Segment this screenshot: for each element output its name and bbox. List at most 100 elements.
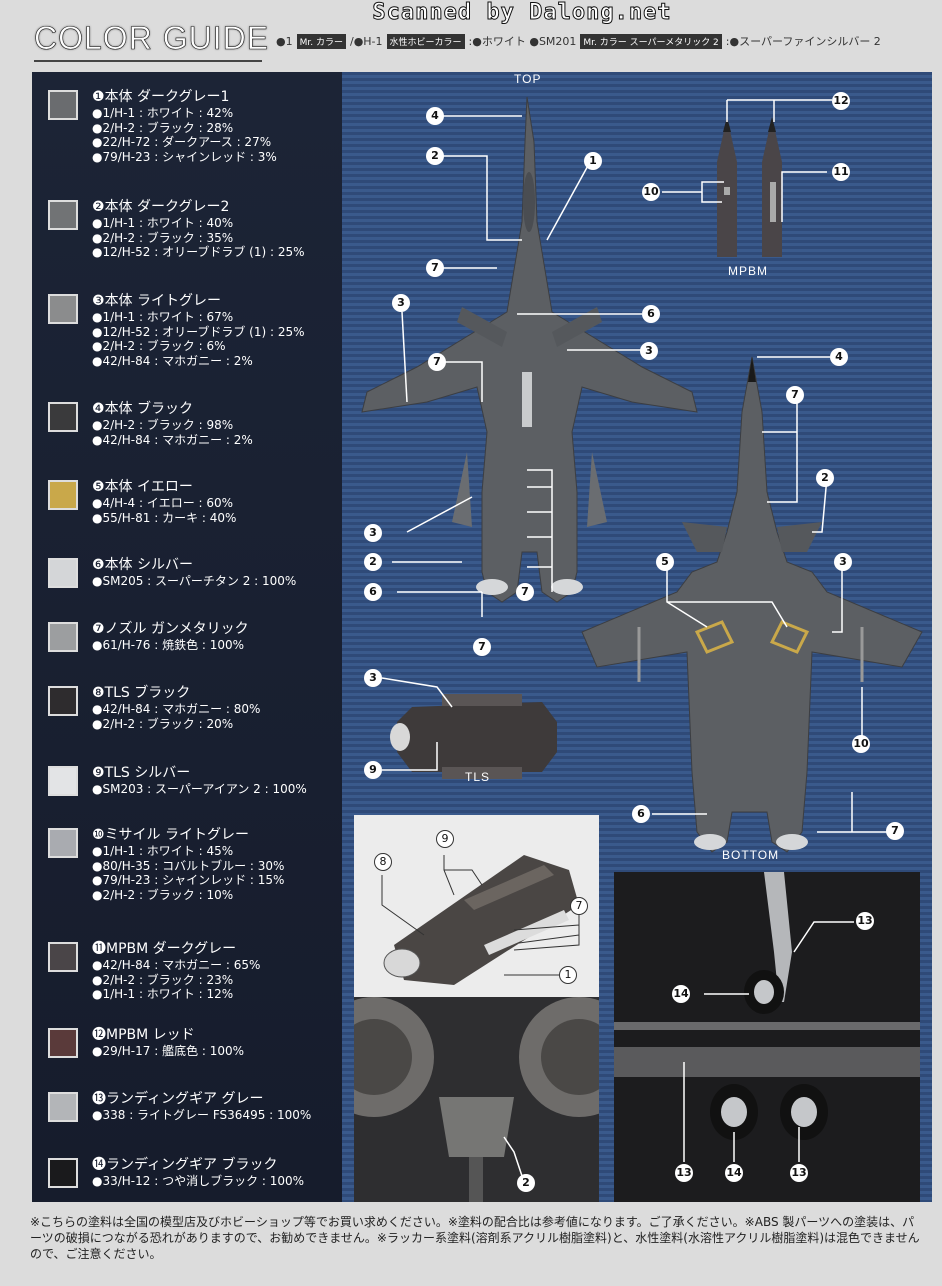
top-view-label: TOP [514, 72, 542, 86]
color-swatch [48, 558, 78, 588]
callout-leaders [381, 99, 887, 833]
callout-10: 10 [852, 735, 870, 753]
color-swatch [48, 480, 78, 510]
tls-diagram [390, 694, 557, 779]
color-number: ❸ [92, 293, 105, 309]
mix-ratio-line: ●338 : ライトグレー FS36495 : 100% [92, 1108, 312, 1122]
color-number: ⓮ [92, 1157, 106, 1173]
callout-10: 10 [642, 183, 660, 201]
color-label: ノズル ガンメタリック [104, 621, 249, 637]
diagram-panel: TOP MPBM TLS BOTTOM 4 2 1 7 3 6 3 7 3 2 … [314, 72, 932, 1202]
callout-12: 12 [832, 92, 850, 110]
color-swatch [48, 686, 78, 716]
legend-brand-tag: Mr. カラー [296, 33, 346, 49]
callout-3: 3 [640, 342, 658, 360]
gear-callout-14: 14 [672, 985, 690, 1003]
callout-7: 7 [886, 822, 904, 840]
mix-ratio-line: ●33/H-12 : つや消しブラック : 100% [92, 1174, 305, 1188]
callout-7: 7 [516, 583, 534, 601]
landing-gear-photo: 13 14 13 14 13 [614, 872, 920, 1202]
tls-callout-7: 7 [570, 897, 588, 915]
callout-6: 6 [642, 305, 660, 323]
engine-photo: 2 [314, 997, 639, 1202]
mix-ratio-line: ●1/H-1 : ホワイト : 40% [92, 216, 234, 230]
color-swatch [48, 294, 78, 324]
callout-1: 1 [584, 152, 602, 170]
callout-6: 6 [632, 805, 650, 823]
color-swatch [48, 942, 78, 972]
mix-ratio-line: ●1/H-1 : ホワイト : 12% [92, 987, 234, 1001]
color-number: ⓭ [92, 1091, 106, 1107]
callout-3: 3 [392, 294, 410, 312]
color-name: ❷本体 ダークグレー2 [92, 196, 229, 216]
mpbm-view-label: MPBM [728, 264, 768, 278]
footer-notes: ※こちらの塗料は全国の模型店及びホビーショップ等でお買い求めください。※塗料の配… [30, 1215, 920, 1261]
mix-ratio-line: ●2/H-2 : ブラック : 10% [92, 887, 234, 902]
color-name: ⓮ランディングギア ブラック [92, 1154, 277, 1174]
color-name: ⓬MPBM レッド [92, 1024, 195, 1044]
mix-ratio-line: ●79/H-23 : シャインレッド : 15% [92, 873, 285, 887]
color-name: ❻本体 シルバー [92, 554, 193, 574]
mix-ratio-line: ●42/H-84 : マホガニー : 80% [92, 702, 261, 716]
callout-3: 3 [364, 669, 382, 687]
page-title: COLOR GUIDE [34, 20, 270, 57]
color-label: MPBM レッド [106, 1027, 195, 1043]
color-name: ❾TLS シルバー [92, 762, 190, 782]
color-number: ❼ [92, 621, 105, 637]
color-label: ミサイル ライトグレー [104, 827, 250, 843]
callout-3: 3 [364, 524, 382, 542]
color-number: ❾ [92, 765, 105, 781]
callout-2: 2 [364, 553, 382, 571]
title-underline [34, 60, 262, 62]
color-swatch [48, 402, 78, 432]
top-view-aircraft [361, 96, 698, 603]
color-label: 本体 イエロー [104, 479, 193, 495]
color-name: ❹本体 ブラック [92, 398, 193, 418]
mpbm-diagram [717, 117, 782, 257]
callout-3: 3 [834, 553, 852, 571]
color-swatch [48, 1028, 78, 1058]
color-swatch [48, 1092, 78, 1122]
callout-7: 7 [786, 386, 804, 404]
color-swatch [48, 1158, 78, 1188]
color-label: 本体 ブラック [104, 401, 194, 417]
color-number: ❹ [92, 401, 105, 417]
color-swatch [48, 200, 78, 230]
mix-ratio-line: ●22/H-72 : ダークアース : 27% [92, 135, 272, 149]
legend-text: ●1 [276, 34, 293, 48]
callout-6: 6 [364, 583, 382, 601]
scanner-watermark: Scanned by Dalong.net [372, 0, 672, 26]
color-swatch [48, 828, 78, 858]
color-number: ❷ [92, 199, 105, 215]
mix-ratio-line: ●4/H-4 : イエロー : 60% [92, 496, 234, 510]
mix-ratio-line: ●1/H-1 : ホワイト : 45% [92, 844, 234, 858]
color-label: 本体 シルバー [104, 557, 194, 573]
color-list-panel: ❶本体 ダークグレー1●1/H-1 : ホワイト : 42% ●2/H-2 : ブ… [32, 72, 342, 1202]
legend-brand-tag: Mr. カラー スーパーメタリック 2 [580, 33, 722, 49]
mix-ratio-line: ●2/H-2 : ブラック : 35% [92, 230, 234, 245]
legend-brand-tag: 水性ホビーカラー [386, 33, 465, 49]
color-number: ❶ [92, 89, 105, 105]
bottom-view-label: BOTTOM [722, 848, 780, 862]
color-number: ⓬ [92, 1027, 106, 1043]
color-label: TLS シルバー [104, 765, 191, 781]
mix-ratio-line: ●SM205 : スーパーチタン 2 : 100% [92, 574, 297, 588]
mix-ratio-line: ●12/H-52 : オリーブドラブ (1) : 25% [92, 245, 305, 259]
mix-ratio-line: ●12/H-52 : オリーブドラブ (1) : 25% [92, 324, 305, 339]
mix-ratio-line: ●1/H-1 : ホワイト : 42% [92, 106, 234, 120]
color-label: 本体 ダークグレー1 [104, 89, 230, 105]
tls-callout-1: 1 [559, 966, 577, 984]
tls-callout-8: 8 [374, 853, 392, 871]
color-name: ❽TLS ブラック [92, 682, 190, 702]
mix-ratio-line: ●79/H-23 : シャインレッド : 3% [92, 149, 277, 164]
callout-2: 2 [426, 147, 444, 165]
gear-callout-13: 13 [856, 912, 874, 930]
color-number: ❻ [92, 557, 105, 573]
engine-callout-2: 2 [517, 1174, 535, 1192]
color-name: ❺本体 イエロー [92, 476, 193, 496]
color-number: ❿ [92, 827, 105, 843]
color-name: ❼ノズル ガンメタリック [92, 618, 249, 638]
tls-view-label: TLS [465, 770, 491, 784]
color-number: ❺ [92, 479, 105, 495]
